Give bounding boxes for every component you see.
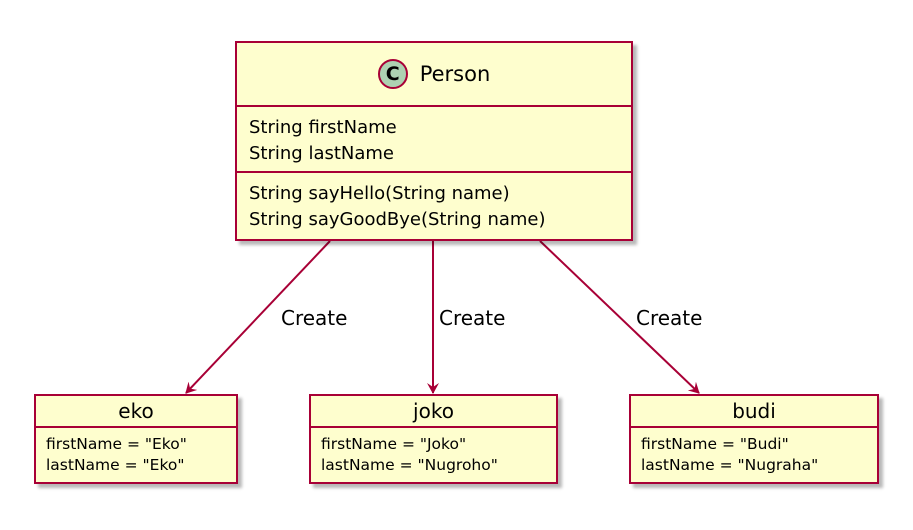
object-name: joko [311,396,556,428]
object-field: firstName = "Joko" [321,435,467,453]
object-name: eko [36,396,236,428]
edge-label-eko: Create [281,306,348,330]
method-row: String sayHello(String name) [249,183,510,204]
object-name: budi [631,396,877,428]
object-box-eko[interactable]: eko firstName = "Eko" lastName = "Eko" [34,394,238,484]
object-fields: firstName = "Budi" lastName = "Nugraha" [631,428,877,482]
create-arrow-budi [539,240,700,394]
class-attributes: String firstName String lastName [237,107,631,173]
edge-label-budi: Create [636,306,703,330]
object-fields: firstName = "Eko" lastName = "Eko" [36,428,236,482]
class-name: Person [419,62,491,86]
object-box-budi[interactable]: budi firstName = "Budi" lastName = "Nugr… [629,394,879,484]
create-arrow-eko [185,240,331,394]
attribute-row: String lastName [249,143,395,164]
method-row: String sayGoodBye(String name) [249,209,546,230]
attribute-row: String firstName [249,117,397,138]
class-header: C Person [237,43,631,107]
object-field: lastName = "Eko" [46,456,185,474]
edge-label-joko: Create [439,306,506,330]
object-fields: firstName = "Joko" lastName = "Nugroho" [311,428,556,482]
object-field: lastName = "Nugraha" [641,456,819,474]
object-box-joko[interactable]: joko firstName = "Joko" lastName = "Nugr… [309,394,558,484]
class-methods: String sayHello(String name) String sayG… [237,173,631,239]
object-field: firstName = "Eko" [46,435,187,453]
object-field: firstName = "Budi" [641,435,789,453]
object-field: lastName = "Nugroho" [321,456,498,474]
class-badge-icon: C [377,59,408,89]
person-class-box[interactable]: C Person String firstName String lastNam… [235,41,633,241]
